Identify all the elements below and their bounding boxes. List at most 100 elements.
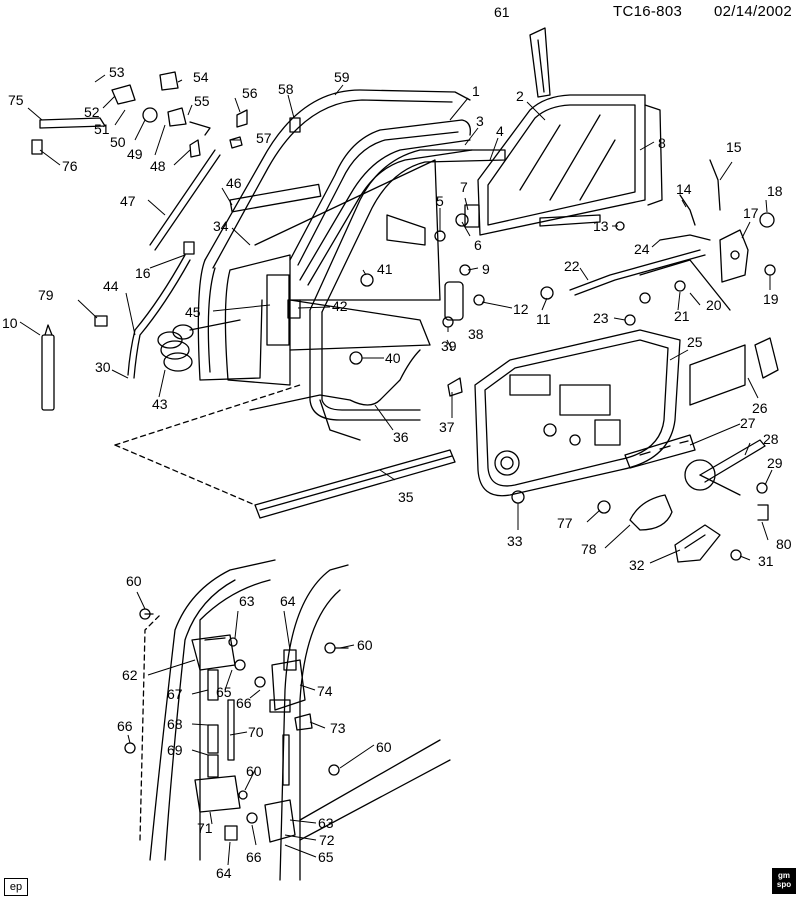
callout-22: 22 [564,258,580,274]
callout-43: 43 [152,396,168,412]
callout-34: 34 [213,218,229,234]
door-trim-panel [474,329,681,497]
callout-26: 26 [752,400,768,416]
callout-5: 5 [436,193,444,209]
callout-58: 58 [278,81,294,97]
callout-80: 80 [776,536,792,552]
callout-49: 49 [127,146,143,162]
callout-42: 42 [332,298,348,314]
callout-44: 44 [103,278,119,294]
callout-64-b: 64 [216,865,232,881]
callout-50: 50 [110,134,126,150]
pillar-seal [41,324,55,411]
window-glass [477,94,663,236]
callout-38: 38 [468,326,484,342]
callout-41: 41 [377,261,393,277]
callout-13: 13 [593,218,609,234]
diagram-id: TC16-803 [613,3,683,20]
callout-66: 66 [117,718,133,734]
callout-35: 35 [398,489,414,505]
callout-19: 19 [763,291,779,307]
rear-glass-run [529,27,551,98]
callout-66-b: 66 [236,695,252,711]
escutcheon [629,494,673,531]
callout-27: 27 [740,415,756,431]
door-frame-outer [197,89,471,381]
upper-door-hinge [139,608,349,731]
callout-39: 39 [441,338,457,354]
callout-36: 36 [393,429,409,445]
weatherstrip-47 [149,149,221,251]
callout-17: 17 [743,205,759,221]
lower-door-hinge [124,699,340,843]
callout-3: 3 [476,113,484,129]
leader-dash [114,384,301,446]
callout-59: 59 [334,69,350,85]
callout-16: 16 [135,265,151,281]
window-regulator [684,439,766,496]
callout-76: 76 [62,158,78,174]
callout-1: 1 [472,83,480,99]
callout-4: 4 [496,123,504,139]
callout-23: 23 [593,310,609,326]
callout-46: 46 [226,175,242,191]
callout-29: 29 [767,455,783,471]
callout-30: 30 [95,359,111,375]
callout-60: 60 [126,573,142,589]
callout-65-b: 65 [318,849,334,865]
callout-77: 77 [557,515,573,531]
callout-6: 6 [474,237,482,253]
door-weatherstrip [309,149,506,421]
callout-11: 11 [536,311,551,327]
callout-60-c: 60 [376,739,392,755]
callout-73: 73 [330,720,346,736]
callout-12: 12 [513,301,529,317]
callout-71: 71 [197,820,213,836]
callout-64: 64 [280,593,296,609]
callout-63-b: 63 [318,815,334,831]
speaker-grille [624,434,696,469]
callout-31: 31 [758,553,774,569]
callout-52: 52 [84,104,100,120]
callout-9: 9 [482,261,490,277]
callout-60-d: 60 [246,763,262,779]
callout-54: 54 [193,69,209,85]
callout-24: 24 [634,241,650,257]
leader-dash [114,444,256,506]
callout-28: 28 [763,431,779,447]
callout-7: 7 [460,179,468,195]
callout-78: 78 [581,541,597,557]
callout-25: 25 [687,334,703,350]
lock-cylinder-group [39,71,211,136]
callout-70: 70 [248,724,264,740]
callout-37: 37 [439,419,455,435]
harness-conduit [157,319,241,372]
callout-2: 2 [516,88,524,104]
callout-53: 53 [109,64,125,80]
gm-spo-logo: gm spo [772,868,796,894]
callout-20: 20 [706,297,722,313]
door-harness [249,349,421,441]
callout-65: 65 [216,684,232,700]
callout-75: 75 [8,92,24,108]
door-latch [719,229,749,283]
callout-57: 57 [256,130,272,146]
callout-15: 15 [726,139,742,155]
source-tag: ep [4,878,28,896]
callout-40: 40 [385,350,401,366]
callout-45: 45 [185,304,201,320]
callout-68: 68 [167,716,183,732]
callout-18: 18 [767,183,783,199]
callout-48: 48 [150,158,166,174]
callout-56: 56 [242,85,258,101]
diagram-date: 02/14/2002 [714,3,793,20]
callout-69: 69 [167,742,183,758]
callout-51: 51 [94,121,110,137]
trim-insert [689,337,779,406]
callout-67: 67 [167,686,183,702]
callout-79: 79 [38,287,54,303]
harness-44 [127,254,191,379]
lock-rods [569,159,731,311]
callout-60-b: 60 [357,637,373,653]
inside-handle [674,524,721,563]
